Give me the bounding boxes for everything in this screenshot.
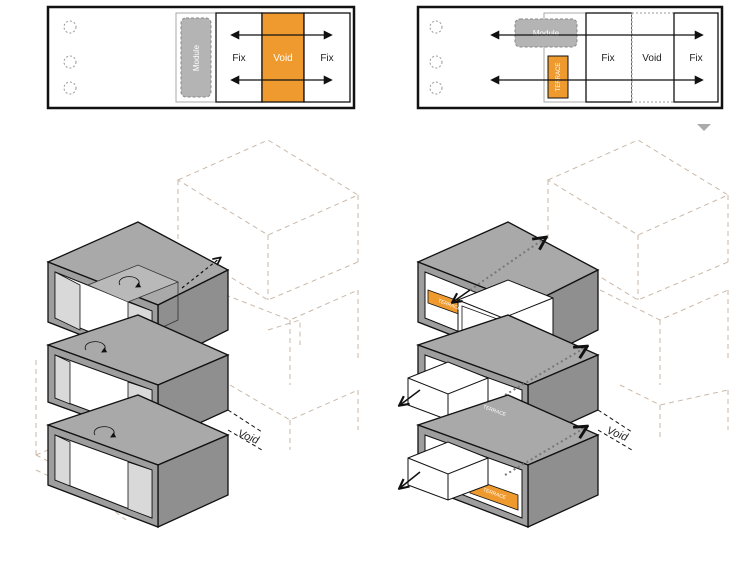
axon-left-box-bottom [46,394,230,529]
axon-right-arrow-middle-out [504,347,586,396]
plan-left-cell-void [261,12,305,103]
plan-left-cell-fix-1 [215,12,263,103]
axon-right-arrow-bottom-out [504,427,586,476]
plan-left-columns [63,20,77,95]
rotate-icon [118,276,142,288]
plan-left-label-void: Void [273,53,292,64]
plan-right-label-fix-2: Fix [689,53,702,64]
plan-left-cell-fix-2 [303,12,351,103]
axon-right-arrow-top-out [469,238,545,291]
axon-left: Void [35,139,360,529]
plan-right-terrace-label: TERRACE [556,63,562,92]
plan-left: Module Fix Void Fix [46,5,356,110]
axon-left-void-label: Void [236,428,261,448]
axon-left-slide-arrow [181,258,220,289]
plan-right: Module TERRACE Fix Void Fix [416,5,724,131]
rotate-icon [93,426,117,438]
rotate-icon [84,341,108,353]
axon-right-arrow-top-in [453,289,471,302]
plan-right-cell-fix-1 [585,12,633,103]
plan-left-label-fix-1: Fix [232,53,245,64]
plan-right-cell-void [631,12,675,103]
axon-right-dashed-volumes [546,139,730,440]
axon-right-arrow-bottom-left [400,471,421,488]
plan-left-module [180,17,212,98]
plan-right-label-fix-1: Fix [601,53,614,64]
plan-left-label-fix-2: Fix [320,53,333,64]
plan-right-module-label: Module [533,29,560,38]
plan-right-columns [429,20,443,95]
axon-right: Void [400,139,730,529]
plan-right-cell-fix-2 [673,12,719,103]
scroll-down-indicator-icon [697,124,711,131]
axon-left-dashed-volumes [35,139,360,521]
axon-right-arrow-middle-left [400,389,421,405]
plan-left-module-label: Module [192,44,201,71]
plan-right-label-void: Void [642,53,661,64]
